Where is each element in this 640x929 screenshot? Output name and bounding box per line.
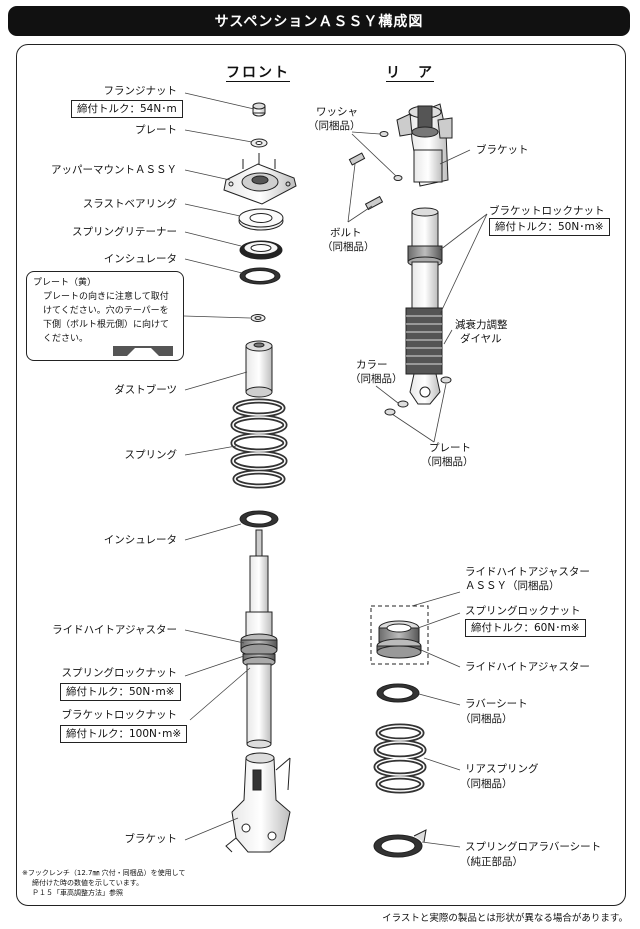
footnote-line-2: 締付けた時の数値を示しています。: [32, 879, 144, 887]
label-spring-lock-nut: スプリングロックナット: [61, 667, 178, 679]
rear-ride-height-shape: [376, 620, 422, 659]
rear-heading: リ ア: [386, 65, 434, 81]
washer-1: [379, 131, 389, 137]
label-damping-dial-2: ダイヤル: [460, 333, 502, 345]
torque-flange-nut: 締付トルク：54N･m: [71, 100, 183, 118]
bolt-1: [348, 152, 366, 166]
label-rear-spring: リアスプリング: [465, 763, 539, 775]
rear-rubber-seat-shape: [376, 683, 420, 703]
front-bracket-shape: [225, 752, 291, 853]
rear-plate-2: [440, 376, 452, 384]
label-bracket-lock-nut: ブラケットロックナット: [61, 709, 178, 721]
torque-rear-bracket-lock-nut: 締付トルク：50N･m※: [489, 218, 610, 236]
insulator-bottom-shape: [239, 510, 279, 528]
plate-orientation-icon: [113, 346, 173, 356]
label-dust-boot: ダストブーツ: [114, 384, 177, 396]
upper-mount-shape: [223, 153, 297, 205]
callout-line: プレートの向きに注意して取付: [43, 292, 169, 302]
label-front-bracket: ブラケット: [124, 833, 178, 845]
label-washer: ワッシャ: [316, 106, 358, 118]
front-shock-body: [240, 529, 278, 749]
bolt-2: [364, 195, 384, 211]
footnote-line-3: Ｐ１５「車高調整方法」参照: [32, 889, 123, 897]
torque-bracket-lock-nut: 締付トルク：100N･m※: [60, 725, 188, 743]
label-rear-ride-height-adjuster: ライドハイトアジャスター: [465, 661, 590, 673]
rear-spring-shape: [373, 723, 427, 794]
label-rubber-seat-note: （同梱品）: [460, 713, 513, 725]
flange-nut-shape: [252, 102, 266, 117]
rear-plate-1: [384, 408, 396, 416]
plate-callout: プレート（黄） プレートの向きに注意して取付 けてください。穴のテーパーを 下側…: [26, 271, 184, 361]
rear-shock-body: [405, 207, 443, 405]
label-spring-retainer: スプリングリテーナー: [72, 226, 177, 238]
label-insulator-top: インシュレータ: [103, 253, 177, 265]
label-rubber-seat: ラバーシート: [465, 698, 528, 710]
footnote-line-1: ※フックレンチ（12.7㎜ 穴付・同梱品）を使用して: [22, 869, 186, 877]
label-lower-rubber-seat: スプリングロアラバーシート: [465, 841, 602, 853]
label-collar: カラー: [356, 359, 388, 371]
callout-line: けてください。穴のテーパーを: [43, 306, 169, 316]
collar-shape: [397, 400, 409, 408]
rear-bracket-shape: [396, 103, 453, 187]
label-collar-note: （同梱品）: [350, 373, 403, 385]
callout-line: 下側（ボルト根元側）に向けて: [43, 320, 170, 330]
label-rear-spring-note: （同梱品）: [460, 778, 513, 790]
lower-rubber-seat-shape: [373, 829, 427, 858]
label-damping-dial-1: 減衰力調整: [455, 319, 508, 331]
label-upper-mount: アッパーマウントＡＳＳＹ: [51, 164, 177, 176]
label-ride-height-adjuster: ライドハイトアジャスター: [52, 624, 177, 636]
insulator-top-shape: [239, 267, 281, 285]
spring-retainer-shape: [239, 240, 283, 260]
thrust-bearing-shape: [238, 208, 284, 231]
label-bolt: ボルト: [330, 227, 362, 239]
label-ride-height-assy-1: ライドハイトアジャスター: [465, 566, 590, 578]
diagram-frame: [16, 44, 626, 906]
callout-title: プレート（黄）: [33, 278, 97, 288]
disclaimer-text: イラストと実際の製品とは形状が異なる場合があります。: [382, 913, 628, 924]
label-thrust-bearing: スラストベアリング: [82, 198, 177, 210]
label-rear-spring-lock-nut: スプリングロックナット: [465, 605, 581, 617]
label-rear-plate: プレート: [429, 442, 471, 454]
torque-spring-lock-nut: 締付トルク：50N･m※: [60, 683, 181, 701]
label-plate: プレート: [135, 124, 177, 136]
label-washer-note: （同梱品）: [308, 120, 361, 132]
spring-shape: [230, 398, 288, 489]
washer-2: [393, 175, 403, 181]
label-flange-nut: フランジナット: [103, 85, 178, 97]
label-rear-plate-note: （同梱品）: [421, 456, 474, 468]
label-bolt-note: （同梱品）: [322, 241, 375, 253]
torque-rear-spring-lock-nut: 締付トルク：60N･m※: [465, 619, 586, 637]
label-ride-height-assy-2: ＡＳＳＹ（同梱品）: [465, 580, 560, 592]
label-insulator-bottom: インシュレータ: [103, 534, 177, 546]
dust-boot-shape: [245, 340, 273, 398]
callout-line: ください。: [43, 334, 89, 344]
label-lower-rubber-seat-note: （純正部品）: [460, 856, 523, 868]
label-rear-bracket-lock-nut: ブラケットロックナット: [489, 205, 605, 217]
ride-height-assy-box: [370, 605, 429, 665]
label-rear-bracket: ブラケット: [476, 144, 529, 156]
page-title: サスペンションＡＳＳＹ構成図: [8, 6, 630, 36]
front-heading: フロント: [226, 65, 290, 81]
label-spring: スプリング: [124, 449, 178, 461]
